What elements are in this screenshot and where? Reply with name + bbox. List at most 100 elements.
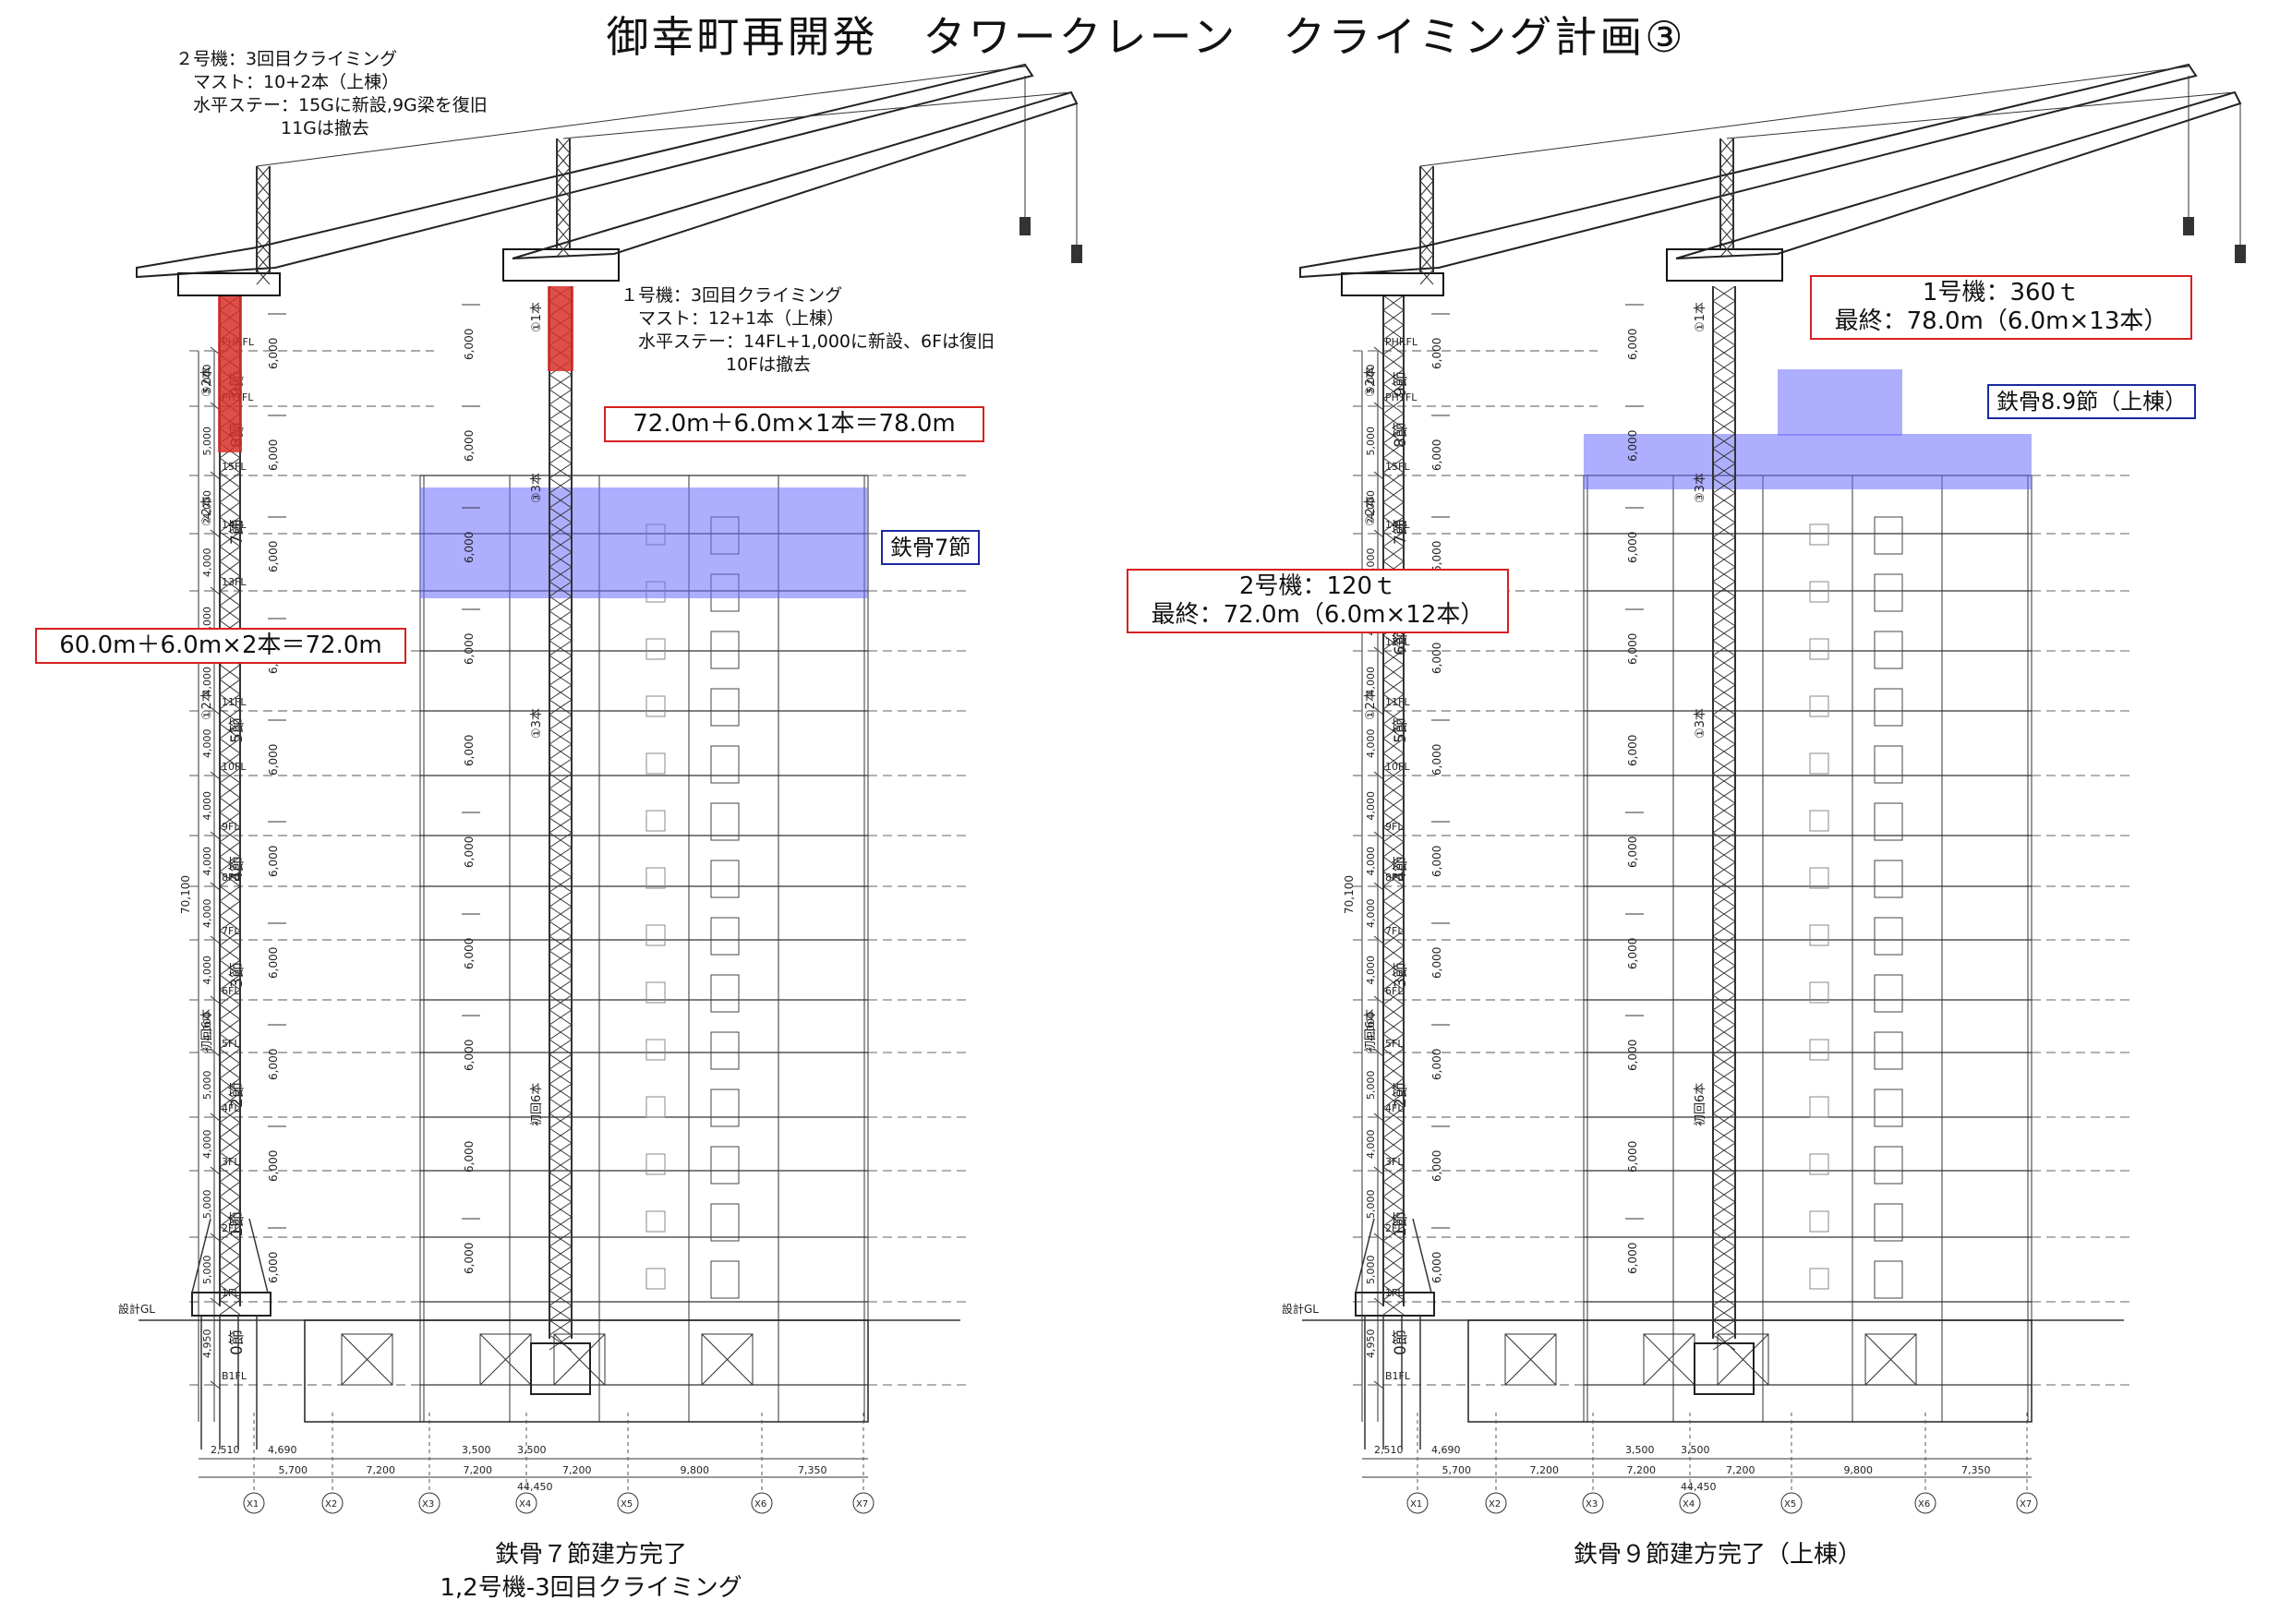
- grid-label-X7: X7: [856, 1499, 868, 1510]
- mast-dim: 6,000: [267, 338, 280, 369]
- crane2-base: [1355, 1292, 1435, 1317]
- mast-dim: 6,000: [1430, 1150, 1443, 1182]
- grid-label-X6: X6: [754, 1499, 766, 1510]
- setsu-label: 7節: [228, 519, 247, 545]
- mast-dim: 6,000: [1626, 1141, 1639, 1173]
- mast-dim: 6,000: [267, 1049, 280, 1080]
- setsu-label: 8節: [1392, 422, 1410, 448]
- grid-label-X5: X5: [621, 1499, 633, 1510]
- crane2-mast-label: 初回6本: [200, 1009, 214, 1053]
- mast-dim: 6,000: [463, 735, 476, 766]
- floor-label-5FL: 5FL: [1385, 1038, 1404, 1050]
- crane2-mast-label: ②2本: [1364, 496, 1378, 526]
- crane2-jib: [1299, 63, 2198, 279]
- grid-label-X3: X3: [1586, 1499, 1598, 1510]
- floor-label-PHRFL: PHRFL: [1385, 336, 1418, 348]
- mast-dim: 6,000: [463, 1141, 476, 1173]
- mast-dim: 6,000: [267, 1150, 280, 1182]
- crane1-new-mast: [548, 286, 573, 371]
- floor-label-B1FL: B1FL: [222, 1370, 247, 1382]
- crane2-new-mast: [218, 295, 242, 452]
- mast-dim: 6,000: [267, 846, 280, 877]
- setsu-label: 5節: [1392, 717, 1410, 743]
- floor-dim: 4,000: [1365, 729, 1377, 759]
- floor-dim: 4,950: [1365, 1329, 1377, 1359]
- floor-dim: 5,000: [201, 1190, 213, 1220]
- span-dim: 7,200: [1627, 1464, 1657, 1476]
- crane1-mast-label: ③3本: [1694, 473, 1707, 503]
- crane1-climbing-note: １号機：3回目クライミング マスト：12+1本（上棟） 水平ステー：14FL+1…: [621, 285, 995, 375]
- left-caption: 鉄骨７節建方完了 1,2号機-3回目クライミング: [440, 1541, 742, 1602]
- crane2-mast-label: ③2本: [1364, 367, 1378, 397]
- mast-dim: 6,000: [267, 744, 280, 776]
- grid-label-X2: X2: [325, 1499, 337, 1510]
- mast-dim: 6,000: [267, 439, 280, 471]
- span-dim: 9,800: [681, 1464, 710, 1476]
- span-dim: 9,800: [1844, 1464, 1874, 1476]
- mast-dim: 6,000: [1626, 735, 1639, 766]
- mast-dim: 6,000: [463, 532, 476, 563]
- grid-label-X3: X3: [422, 1499, 434, 1510]
- crane1-mast-label: ③3本: [530, 473, 544, 503]
- right-caption: 鉄骨９節建方完了（上棟）: [1573, 1541, 1862, 1569]
- mast-dim: 6,000: [1430, 1049, 1443, 1080]
- floor-dim: 4,950: [201, 1329, 213, 1359]
- span-dim: 7,200: [562, 1464, 592, 1476]
- floor-dim: 4,000: [1365, 899, 1377, 929]
- span-dim: 7,350: [798, 1464, 827, 1476]
- total-width-dim: 44,450: [1681, 1481, 1717, 1493]
- setsu-label: 3節: [1392, 962, 1410, 988]
- crane1-base: [1694, 1342, 1755, 1395]
- floor-label-3FL: 3FL: [1385, 1156, 1404, 1168]
- grid-label-X2: X2: [1489, 1499, 1501, 1510]
- mast-dim: 6,000: [1626, 938, 1639, 969]
- crane2-mast-label: ②2本: [200, 496, 214, 526]
- mast-dim: 6,000: [1626, 430, 1639, 462]
- floor-label-3FL: 3FL: [222, 1156, 240, 1168]
- floor-dim: 4,000: [201, 490, 213, 520]
- crane2-hook: [2183, 217, 2194, 235]
- crane2-base: [191, 1292, 271, 1317]
- steel-section-9: [1778, 369, 1902, 436]
- crane2-mast: [219, 295, 241, 1316]
- crane1-mast: [549, 285, 573, 1351]
- crane1-base: [530, 1342, 591, 1395]
- total-width-dim: 44,450: [517, 1481, 553, 1493]
- mast-dim: 6,000: [463, 430, 476, 462]
- setsu-label: 9節: [1392, 371, 1410, 397]
- floor-label-B1FL: B1FL: [1385, 1370, 1411, 1382]
- mast-dim: 6,000: [1430, 744, 1443, 776]
- sub-dim: 2,510: [1374, 1444, 1404, 1456]
- floor-dim: 4,000: [1365, 791, 1377, 821]
- span-dim: 7,200: [1726, 1464, 1755, 1476]
- crane2-mast-label: ③2本: [200, 367, 214, 397]
- crane1-hook: [2235, 245, 2246, 263]
- sub-dim: 4,690: [1431, 1444, 1461, 1456]
- steel-section-7: [420, 487, 868, 598]
- grid-label-X1: X1: [1410, 1499, 1422, 1510]
- crane2-mast-label: ①2本: [1364, 690, 1378, 720]
- span-dim: 7,200: [367, 1464, 396, 1476]
- mast-dim: 6,000: [267, 947, 280, 979]
- mast-dim: 6,000: [463, 1040, 476, 1071]
- setsu-label: 0節: [1392, 1329, 1410, 1355]
- setsu-label: 5節: [228, 717, 247, 743]
- grid-label-X5: X5: [1784, 1499, 1796, 1510]
- sub-dim: 2,510: [211, 1444, 240, 1456]
- gl-label: 設計GL: [1282, 1302, 1319, 1316]
- floor-dim: 4,000: [201, 729, 213, 759]
- crane1-mast: [1712, 285, 1736, 1351]
- mast-dim: 6,000: [1430, 846, 1443, 877]
- mast-dim: 6,000: [267, 1252, 280, 1283]
- mast-dim: 6,000: [463, 329, 476, 360]
- setsu-label: 6節: [1392, 630, 1410, 656]
- floor-dim: 4,000: [1365, 1012, 1377, 1041]
- crane1-mast-label: 初回6本: [1694, 1083, 1707, 1126]
- floor-dim: 4,000: [1365, 956, 1377, 985]
- floor-dim: 4,000: [201, 548, 213, 578]
- crane1-turntable: [502, 248, 620, 282]
- mast-dim: 6,000: [1430, 439, 1443, 471]
- grid-label-X1: X1: [247, 1499, 259, 1510]
